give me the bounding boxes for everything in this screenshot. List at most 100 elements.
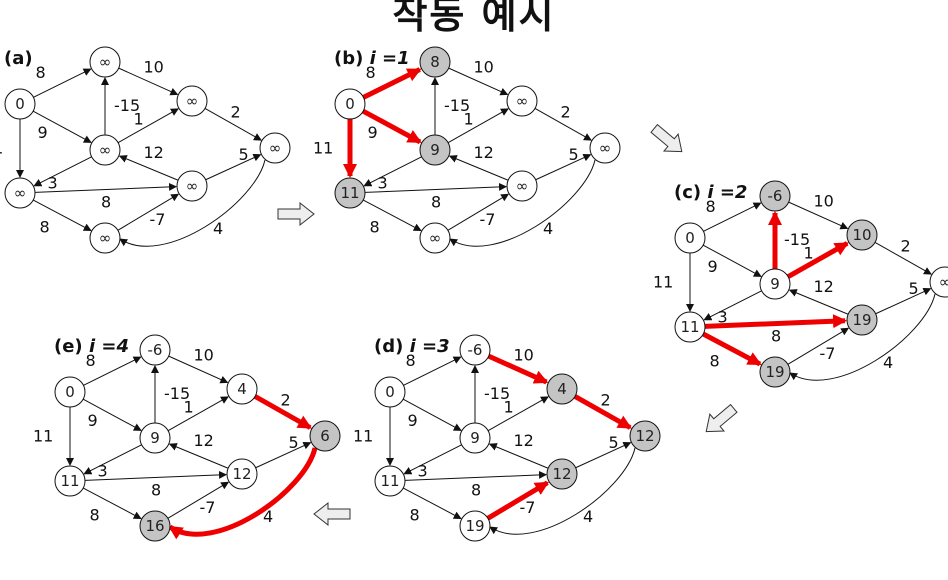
edge-3-6 <box>403 487 462 519</box>
edge-3-6 <box>83 487 142 519</box>
edge-weight-2-4: 1 <box>504 398 514 417</box>
node-c-2 <box>759 268 791 300</box>
node-value-c-5: 19 <box>852 311 871 329</box>
edge-3-5 <box>404 470 548 481</box>
edge-2-3 <box>403 444 462 475</box>
edge-weight-3-6: 8 <box>410 506 420 525</box>
edge-weight-5-2: 12 <box>514 431 534 450</box>
node-value-e-5: 12 <box>232 465 251 483</box>
node-d-7 <box>629 420 661 452</box>
node-value-d-6: 19 <box>465 517 484 535</box>
edge-weight-2-4: 1 <box>134 110 144 129</box>
edge-weight-0-1: 8 <box>366 63 376 82</box>
panel-label-c: (c) i =2 <box>674 182 747 203</box>
node-value-c-0: 0 <box>685 229 695 247</box>
node-e-4 <box>226 373 258 405</box>
edge-2-4 <box>487 396 549 432</box>
node-value-d-3: 11 <box>380 472 399 490</box>
edge-2-3 <box>363 156 422 187</box>
edge-weight-4-7: 2 <box>601 391 611 410</box>
edge-5-7 <box>255 441 312 469</box>
node-b-3 <box>334 177 366 209</box>
node-b-1 <box>419 46 451 78</box>
flow-arrow-c-to-d <box>705 403 738 433</box>
node-c-0 <box>674 222 706 254</box>
edge-weight-2-4: 1 <box>804 244 814 263</box>
node-value-a-1: ∞ <box>99 53 112 71</box>
edge-4-7 <box>204 107 262 141</box>
node-c-4 <box>846 219 878 251</box>
edge-0-2 <box>82 398 142 431</box>
node-c-3 <box>674 311 706 343</box>
edge-weight-2-1: -15 <box>164 384 190 403</box>
edge-weight-3-5: 8 <box>101 193 111 212</box>
edge-weight-7-6: 4 <box>263 507 273 526</box>
edge-weight-3-6: 8 <box>90 506 100 525</box>
edge-weight-3-5: 8 <box>151 481 161 500</box>
edge-weight-3-5: 8 <box>431 193 441 212</box>
node-value-b-1: 8 <box>430 53 440 71</box>
node-value-a-6: ∞ <box>99 229 112 247</box>
edge-0-1 <box>362 67 422 100</box>
edge-weight-0-3: 11 <box>653 273 673 292</box>
node-e-1 <box>139 334 171 366</box>
node-value-a-7: ∞ <box>269 139 282 157</box>
edge-weight-4-7: 2 <box>901 237 911 256</box>
edge-weight-2-1: -15 <box>114 96 140 115</box>
edge-3-5 <box>704 314 848 329</box>
edge-5-2 <box>488 443 549 469</box>
edge-5-2 <box>788 289 849 315</box>
node-value-e-3: 11 <box>60 472 79 490</box>
node-d-1 <box>459 334 491 366</box>
edge-weight-2-1: -15 <box>444 96 470 115</box>
edge-3-6 <box>363 199 422 231</box>
edge-6-5 <box>787 327 850 365</box>
panel-label-b: (b) i =1 <box>334 48 410 69</box>
node-d-6 <box>459 510 491 542</box>
node-a-6 <box>89 222 121 254</box>
edge-0-1 <box>403 356 462 386</box>
edge-weight-5-7: 5 <box>239 145 249 164</box>
edge-weight-6-5: -7 <box>520 498 536 517</box>
edge-weight-5-2: 12 <box>814 277 834 296</box>
edge-4-7 <box>573 394 632 430</box>
edge-7-6 <box>489 447 636 535</box>
edge-weight-0-2: 9 <box>88 411 98 430</box>
edge-7-6 <box>449 159 596 247</box>
edge-weight-5-7: 5 <box>609 433 619 452</box>
edge-1-4 <box>487 353 549 385</box>
node-d-0 <box>374 376 406 408</box>
edge-6-5 <box>167 481 230 519</box>
node-e-3 <box>54 465 86 497</box>
node-value-c-7: ∞ <box>939 273 948 291</box>
node-e-2 <box>139 422 171 454</box>
edge-1-4 <box>168 355 229 384</box>
node-c-7 <box>929 266 948 298</box>
edge-weight-7-6: 4 <box>883 353 893 372</box>
node-c-1 <box>759 180 791 212</box>
edge-weight-2-3: 3 <box>48 174 58 193</box>
node-value-a-0: 0 <box>15 95 25 113</box>
node-e-0 <box>54 376 86 408</box>
edge-4-7 <box>534 107 592 141</box>
flow-arrow-d-to-e <box>313 501 351 527</box>
node-value-d-1: -6 <box>468 341 483 359</box>
edge-weight-4-7: 2 <box>561 103 571 122</box>
node-value-b-7: ∞ <box>599 139 612 157</box>
node-value-d-0: 0 <box>385 383 395 401</box>
iteration-label-d: i =3 <box>410 336 450 357</box>
edge-weight-0-3: 11 <box>353 427 373 446</box>
node-value-a-4: ∞ <box>186 92 199 110</box>
edge-5-7 <box>535 153 592 181</box>
edge-3-5 <box>34 182 178 193</box>
edge-weight-0-3: 11 <box>33 427 53 446</box>
slide-title: 작동 예시 <box>392 0 556 37</box>
edge-weight-7-6: 4 <box>543 219 553 238</box>
flow-arrow-b-to-c <box>650 123 683 153</box>
node-a-3 <box>4 177 36 209</box>
edge-0-2 <box>362 108 422 145</box>
